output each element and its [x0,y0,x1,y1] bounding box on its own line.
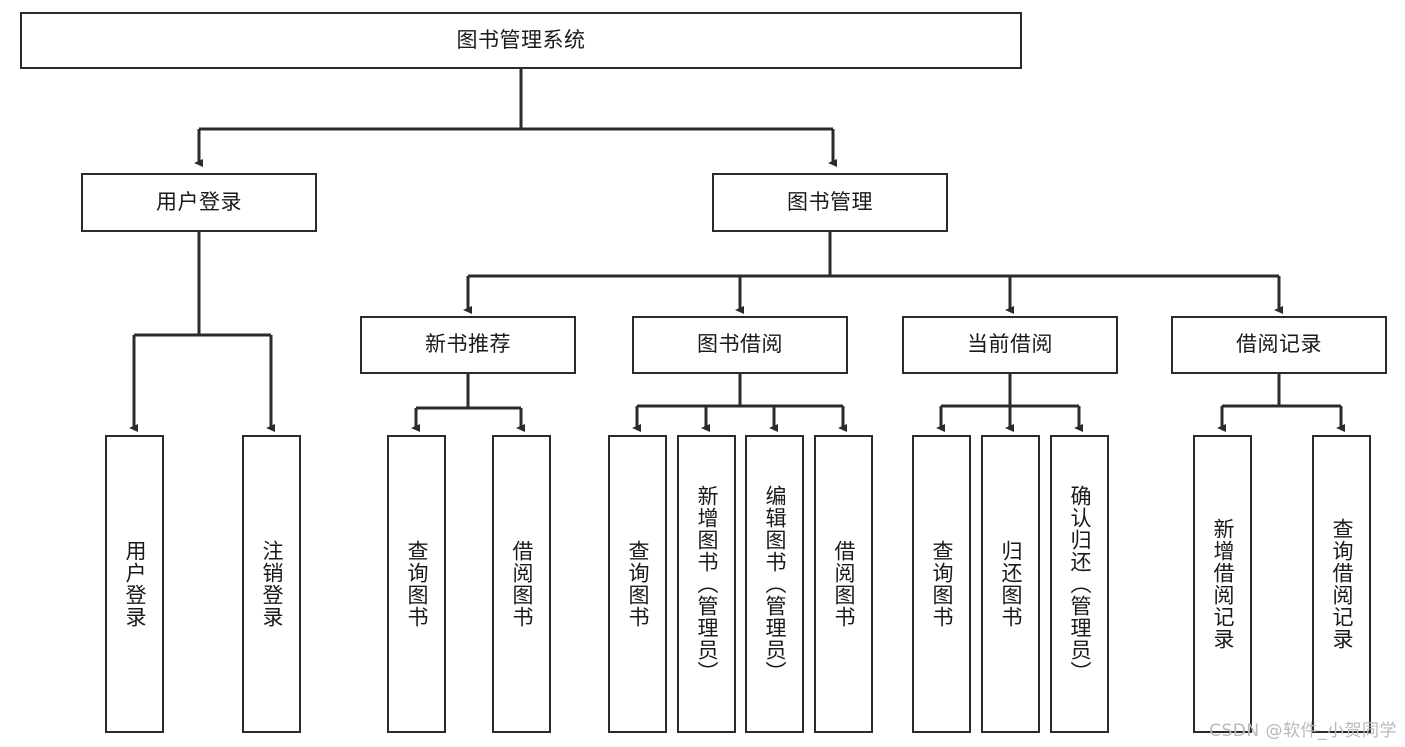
csdn-watermark: CSDN @软件_小贺同学 [1209,721,1397,741]
node-label: 新增借阅记录 [1210,518,1235,650]
leaf-user-login-logout[interactable]: 注销登录 [242,435,301,733]
node-label: 注销登录 [259,540,284,628]
node-label: 借阅图书 [831,540,856,628]
node-label: 新增图书（管理员） [694,485,719,683]
node-label: 借阅记录 [1236,332,1322,357]
node-label: 图书管理系统 [456,27,586,52]
node-label: 查询图书 [929,540,954,628]
node-label: 编辑图书（管理员） [762,485,787,683]
node-label: 当前借阅 [967,332,1053,357]
node-label: 查询借阅记录 [1329,518,1354,650]
node-label: 新书推荐 [425,332,511,357]
node-book-borrow[interactable]: 图书借阅 [632,316,848,374]
node-new-book-recommend[interactable]: 新书推荐 [360,316,576,374]
node-current-borrow[interactable]: 当前借阅 [902,316,1118,374]
node-label: 查询图书 [625,540,650,628]
leaf-book-borrow-add[interactable]: 新增图书（管理员） [677,435,736,733]
leaf-new-book-query[interactable]: 查询图书 [387,435,446,733]
node-label: 借阅图书 [509,540,534,628]
node-label: 用户登录 [122,540,147,628]
leaf-current-borrow-confirm-return[interactable]: 确认归还（管理员） [1050,435,1109,733]
leaf-borrow-record-add[interactable]: 新增借阅记录 [1193,435,1252,733]
leaf-borrow-record-query[interactable]: 查询借阅记录 [1312,435,1371,733]
node-book-management[interactable]: 图书管理 [712,173,948,232]
node-borrow-record[interactable]: 借阅记录 [1171,316,1387,374]
leaf-book-borrow-query[interactable]: 查询图书 [608,435,667,733]
leaf-user-login-login[interactable]: 用户登录 [105,435,164,733]
leaf-book-borrow-edit[interactable]: 编辑图书（管理员） [745,435,804,733]
node-label: 查询图书 [404,540,429,628]
node-user-login[interactable]: 用户登录 [81,173,317,232]
leaf-new-book-borrow[interactable]: 借阅图书 [492,435,551,733]
node-label: 用户登录 [156,189,242,214]
leaf-book-borrow-borrow[interactable]: 借阅图书 [814,435,873,733]
leaf-current-borrow-query[interactable]: 查询图书 [912,435,971,733]
node-label: 图书管理 [787,189,873,214]
node-root-system[interactable]: 图书管理系统 [20,12,1022,69]
leaf-current-borrow-return[interactable]: 归还图书 [981,435,1040,733]
node-label: 图书借阅 [697,332,783,357]
node-label: 确认归还（管理员） [1067,485,1092,683]
node-label: 归还图书 [998,540,1023,628]
